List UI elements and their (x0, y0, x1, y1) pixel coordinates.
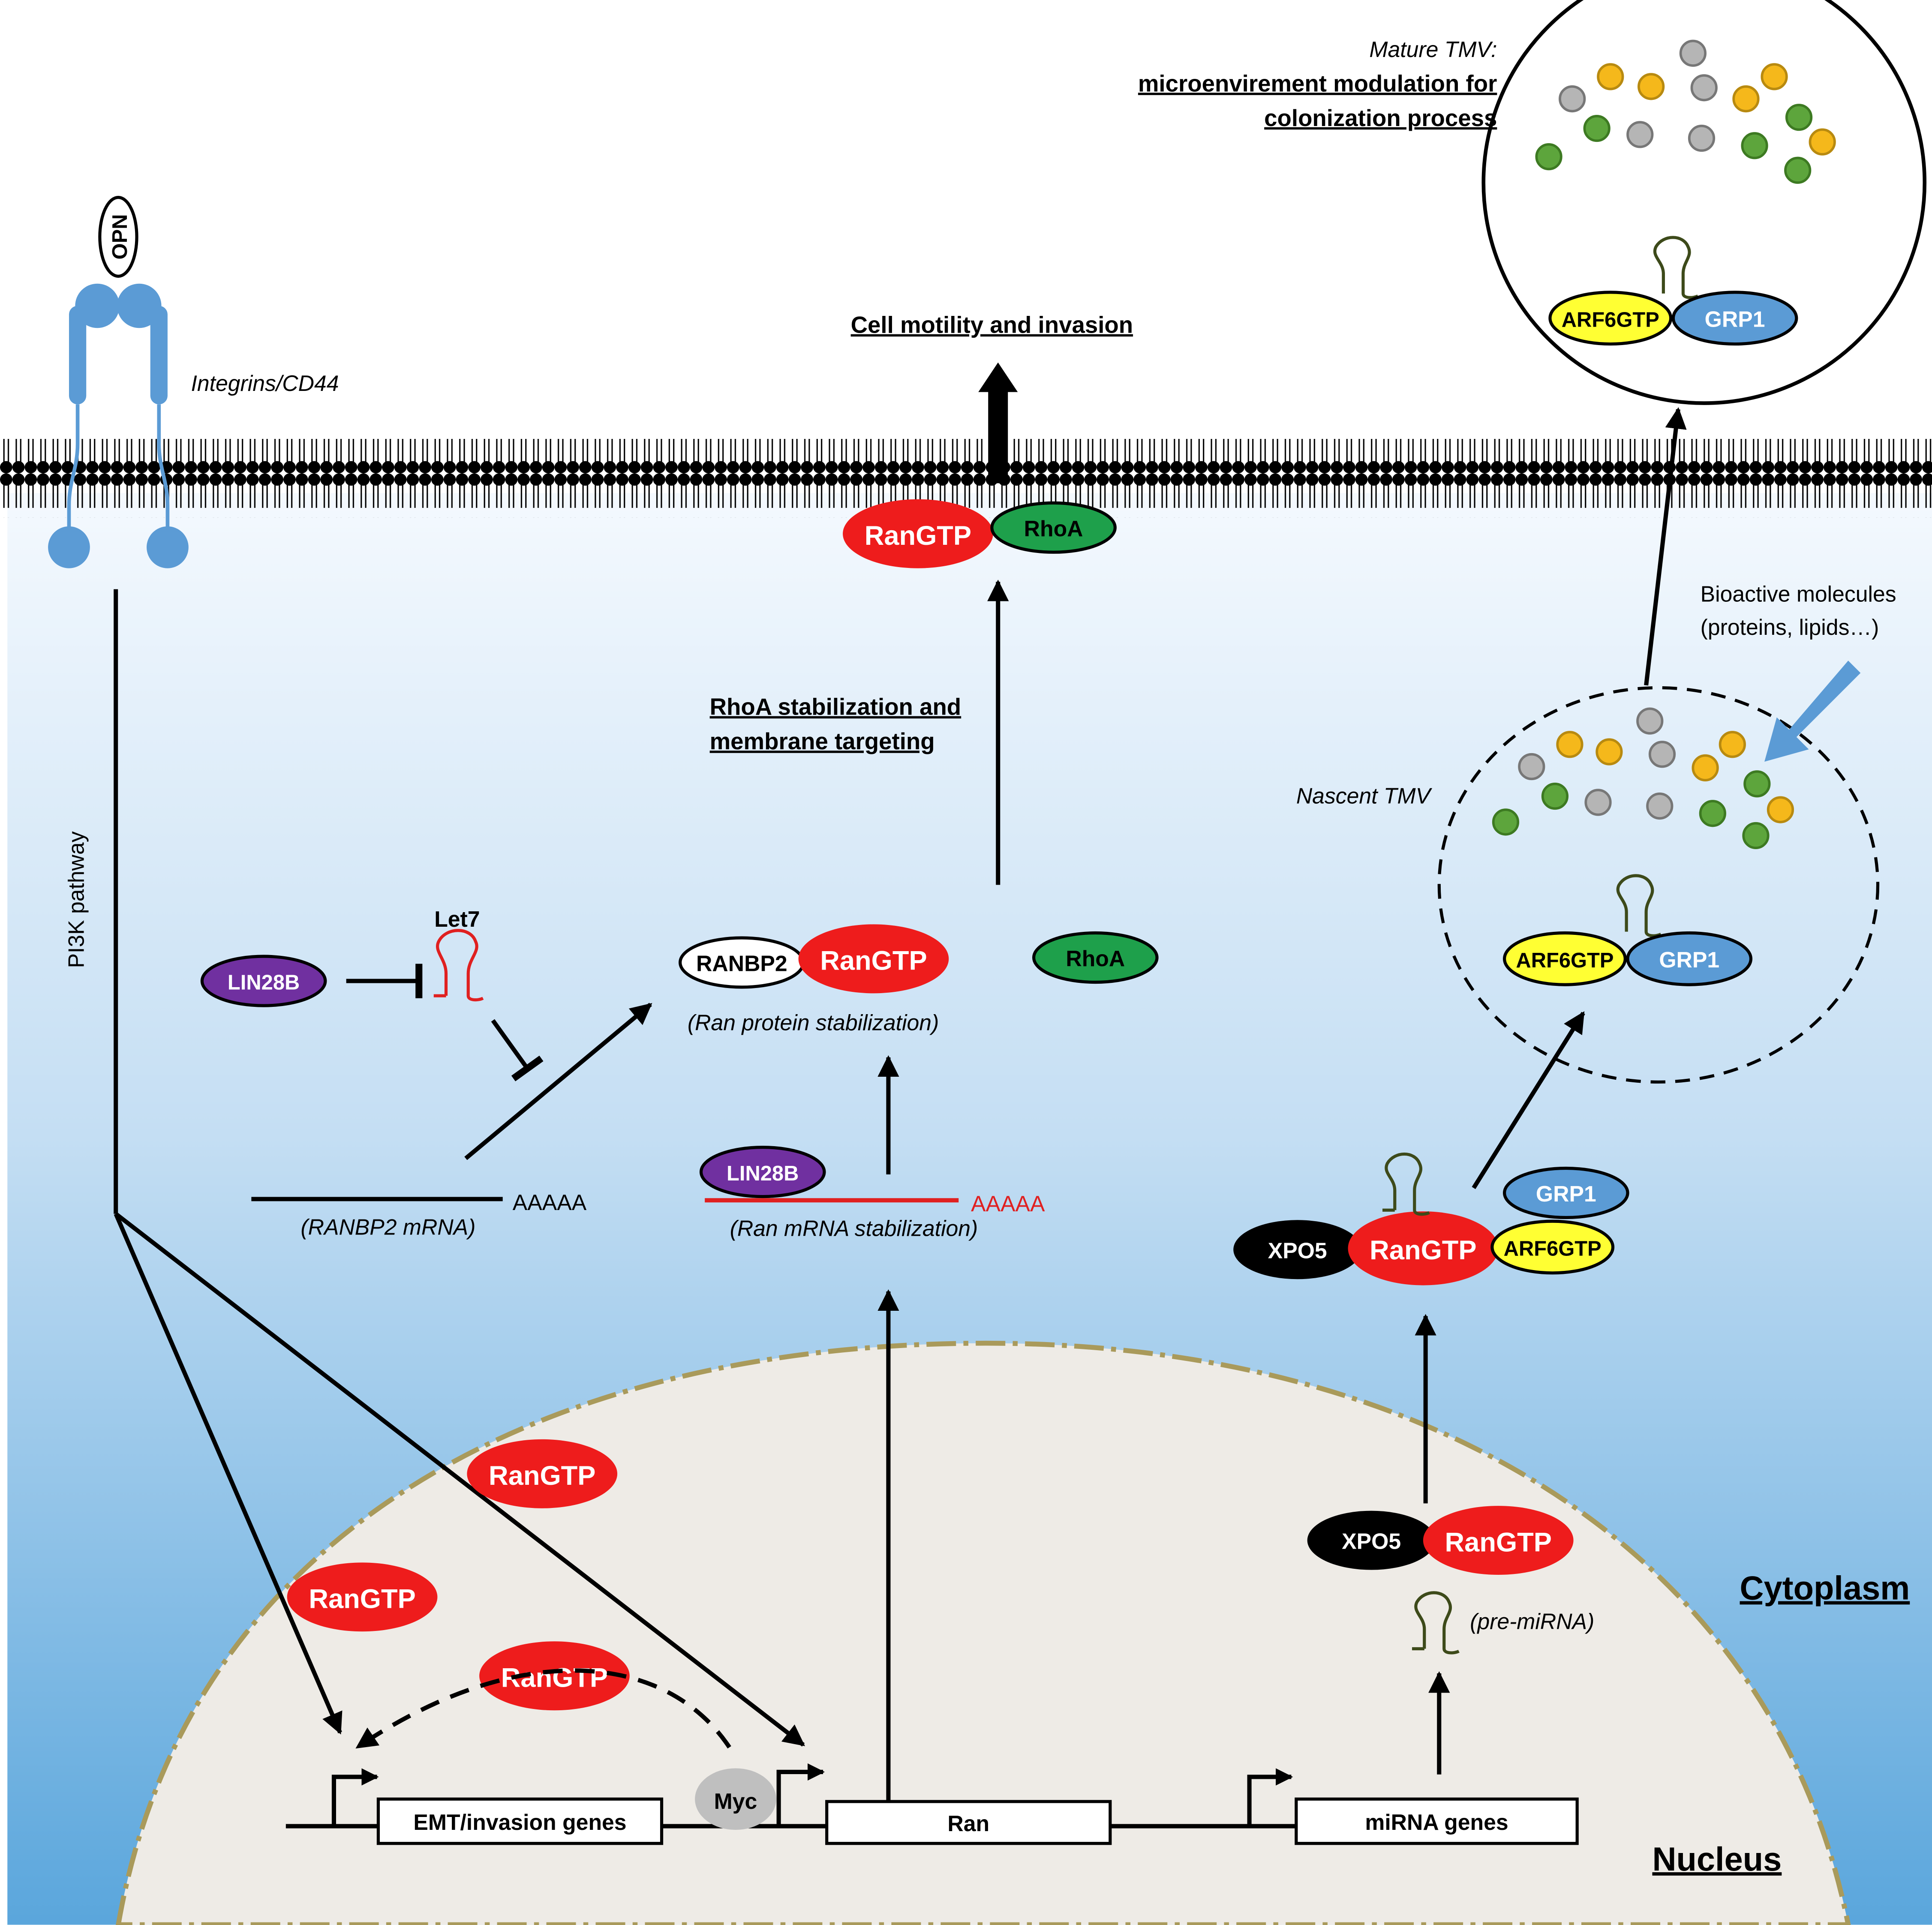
rangtp-nucleus-2 (287, 1562, 438, 1632)
integrins-label: Integrins/CD44 (191, 371, 339, 396)
myc-label: Myc (714, 1789, 757, 1814)
ran-polya: AAAAA (971, 1191, 1045, 1216)
arf6gtp-cyto (1490, 1219, 1615, 1275)
mature-tmv-cargo (1535, 39, 1836, 184)
rhoa-stab-label-1: RhoA stabilization and (710, 694, 961, 720)
grp1-mature (1671, 291, 1798, 346)
microenvironment-label-1: microenvirement modulation for (1138, 70, 1497, 96)
emt-gene-label: EMT/invasion genes (413, 1810, 626, 1835)
arf6gtp-nascent (1503, 931, 1627, 986)
lin28b-mrna (699, 1146, 826, 1198)
ranbp2-polya: AAAAA (513, 1190, 587, 1215)
rangtp-nucleus-1-label: RanGTP (489, 1461, 595, 1491)
arf6gtp-cyto-label: ARF6GTP (1504, 1237, 1601, 1261)
bioactive-blue-arrow (1764, 661, 1861, 762)
pi3k-to-emt-arrow (114, 1213, 343, 1735)
cell-membrane (0, 438, 1932, 518)
microenvironment-label-2: colonization process (1264, 105, 1497, 131)
rangtp-cyto (1348, 1211, 1499, 1285)
ranbp2-label: RANBP2 (696, 951, 787, 976)
rhoa-membrane-label: RhoA (1024, 516, 1083, 541)
xpo5-cyto-label: XPO5 (1268, 1238, 1327, 1263)
grp1-cyto (1503, 1166, 1629, 1219)
arf6gtp-mature (1548, 291, 1673, 346)
rhoa-stab-label-2: membrane targeting (710, 728, 935, 754)
let7-inhibits-arrow (491, 1019, 544, 1081)
pi3k-label: PI3K pathway (63, 831, 88, 968)
xpo5-nucleus-label: XPO5 (1342, 1529, 1401, 1554)
rangtp-ranbp2 (798, 924, 949, 994)
bioactive-label-1: Bioactive molecules (1701, 581, 1896, 606)
let7-label: Let7 (434, 907, 480, 931)
grp1-mature-label: GRP1 (1705, 306, 1765, 331)
grp1-nascent-label: GRP1 (1659, 947, 1719, 972)
ran-protein-stab-label: (Ran protein stabilization) (688, 1010, 939, 1035)
lin28b-mrna-label: LIN28B (727, 1162, 799, 1185)
motility-thick-arrow (978, 362, 1018, 484)
bioactive-label-2: (proteins, lipids…) (1701, 615, 1879, 640)
ranbp2-translation-arrow (464, 1003, 652, 1160)
rangtp-membrane-label: RanGTP (865, 521, 971, 551)
ran-promoter-icon (776, 1763, 825, 1826)
mirna-promoter-icon (1247, 1768, 1293, 1826)
rhoa-free-label: RhoA (1066, 946, 1125, 971)
nascent-tmv-hairpin-icon (1616, 874, 1662, 937)
rangtp-nucleus-3 (479, 1641, 630, 1711)
mature-tmv-label: Mature TMV: (1369, 37, 1497, 62)
ran-gene-label: Ran (947, 1811, 989, 1836)
ranbp2-mrna-label: (RANBP2 mRNA) (300, 1215, 475, 1240)
lin28b-left (200, 955, 327, 1007)
xpo5-nucleus (1307, 1511, 1436, 1570)
pre-mirna-label: (pre-miRNA) (1470, 1609, 1594, 1634)
myc-to-emt-dashed-arrow (355, 1668, 731, 1749)
mature-tmv-hairpin-icon (1653, 236, 1699, 299)
rangtp-nucleus-2-label: RanGTP (309, 1584, 415, 1614)
nascent-tmv-cargo (1492, 707, 1794, 850)
mirna-gene-label: miRNA genes (1365, 1810, 1508, 1835)
let7-hairpin-icon (433, 929, 484, 1002)
nascent-tmv (1437, 686, 1880, 1084)
ran-gene-box (825, 1800, 1112, 1845)
nascent-tmv-label: Nascent TMV (1296, 784, 1433, 808)
arf6gtp-mature-label: ARF6GTP (1562, 308, 1659, 331)
xpo5-cyto (1233, 1220, 1362, 1279)
pre-mirna-hairpin-icon (1412, 1591, 1460, 1655)
emt-gene-box (376, 1797, 664, 1845)
opn-label: OPN (108, 214, 132, 260)
complex-to-tmv-arrow (1472, 1011, 1585, 1189)
ran-mrna-stab-label: (Ran mRNA stabilization) (730, 1216, 978, 1241)
grp1-nascent (1626, 931, 1753, 986)
tmv-release-arrow (1644, 407, 1687, 686)
rangtp-cyto-label: RanGTP (1370, 1235, 1476, 1265)
mirna-cargo-hairpin-icon (1382, 1153, 1430, 1216)
lin28b-left-label: LIN28B (228, 971, 300, 994)
integrin-receptor (48, 195, 189, 568)
rhoa-membrane (990, 501, 1117, 554)
nucleus-label: Nucleus (1652, 1841, 1782, 1878)
rangtp-xpo5-nucleus (1423, 1506, 1574, 1575)
arf6gtp-nascent-label: ARF6GTP (1516, 949, 1614, 972)
cytoplasm-label: Cytoplasm (1740, 1570, 1910, 1607)
cell-motility-label: Cell motility and invasion (851, 312, 1133, 338)
emt-promoter-icon (331, 1768, 379, 1826)
mirna-gene-box (1295, 1797, 1579, 1845)
rangtp-ranbp2-label: RanGTP (820, 946, 927, 976)
myc (695, 1768, 776, 1830)
grp1-cyto-label: GRP1 (1536, 1181, 1596, 1206)
rangtp-membrane (843, 499, 993, 568)
rangtp-xpo5-nucleus-label: RanGTP (1445, 1527, 1552, 1557)
pi3k-to-ran-arrow (114, 1212, 805, 1747)
rhoa-free (1032, 931, 1159, 984)
rangtp-nucleus-1 (467, 1439, 618, 1508)
